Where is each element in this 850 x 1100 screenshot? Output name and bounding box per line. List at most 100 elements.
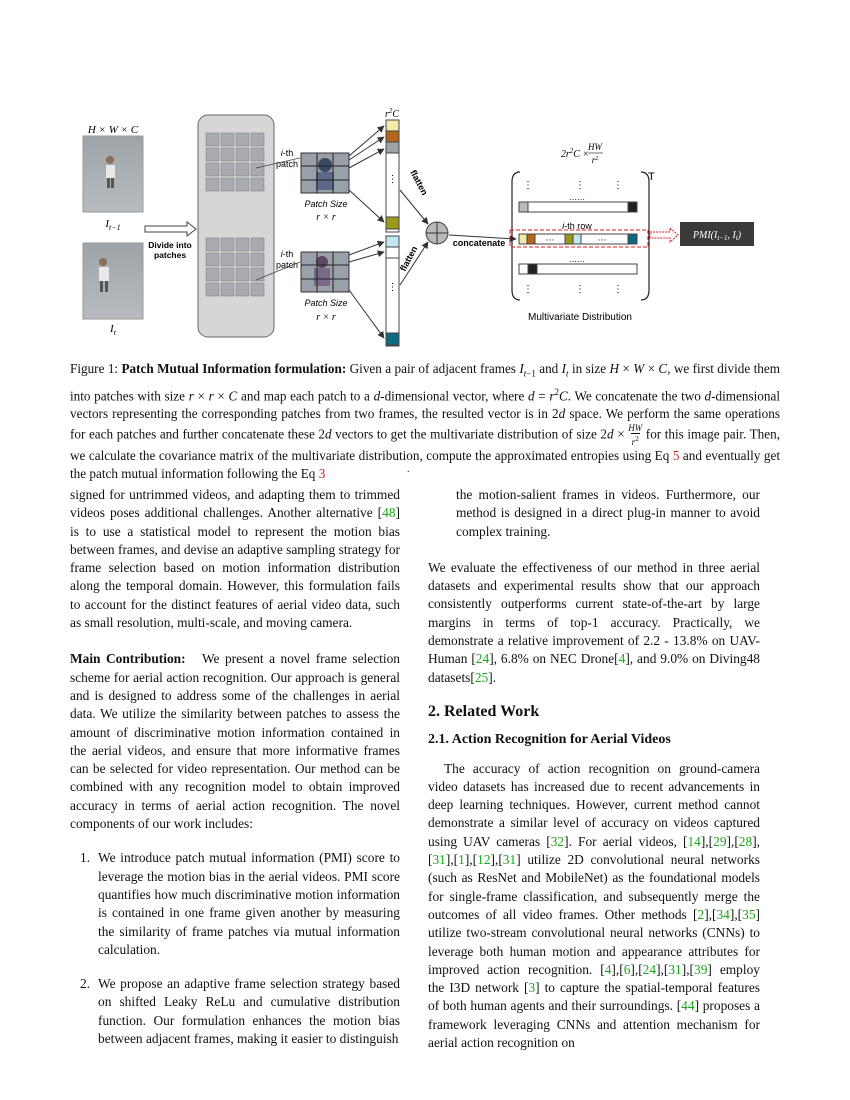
main-contribution-label: Main Contribution: [70, 651, 186, 667]
flatten-label-2: flatten [398, 244, 420, 273]
image-patch [235, 252, 250, 267]
eq-ref-3[interactable]: 3 [318, 465, 326, 481]
evaluation-paragraph: We evaluate the effectiveness of our met… [428, 559, 761, 685]
image-patch [220, 132, 235, 147]
ith-patch-label-1: i-th [281, 148, 294, 158]
left-column: signed for untrimmed videos, and adaptin… [70, 486, 400, 1048]
zoom-line [255, 157, 301, 169]
multivariate-label: Multivariate Distribution [528, 312, 632, 323]
pmi-arrow [649, 226, 679, 244]
image-patch [235, 132, 250, 147]
divide-arrow [144, 220, 197, 238]
image-patch [205, 147, 220, 162]
svg-text:⋮: ⋮ [523, 180, 533, 191]
image-patch [235, 147, 250, 162]
patch-size-label-1: Patch Size [304, 199, 347, 209]
main-contribution-text: We present a novel frame selection schem… [70, 651, 400, 832]
zoom-line [255, 261, 301, 281]
svg-text:……: …… [569, 193, 585, 202]
frame-prev-image [82, 135, 144, 213]
image-patch [250, 147, 265, 162]
image-patch [250, 252, 265, 267]
image-patch [220, 162, 235, 177]
svg-text:⋮: ⋮ [575, 284, 585, 295]
patch-grid-cur [205, 237, 265, 297]
matrix-bracket-right [640, 171, 650, 301]
divide-label-1: Divide into [148, 240, 191, 250]
right-column: the motion-salient frames in videos. Fur… [428, 486, 760, 1052]
image-patch [220, 282, 235, 297]
svg-text:……: …… [569, 255, 585, 264]
contribution-list: 1.We introduce patch mutual information … [70, 849, 400, 1048]
enlarged-patch-cur [300, 251, 350, 293]
image-patch [235, 237, 250, 252]
image-patch [220, 252, 235, 267]
list-item: 1.We introduce patch mutual information … [80, 850, 400, 957]
concatenate-label: concatenate [453, 238, 506, 248]
image-patch [235, 282, 250, 297]
concat-circle-icon [425, 221, 449, 245]
svg-text:⋮: ⋮ [523, 284, 533, 295]
pmi-label: PMI(It−1, It) [692, 230, 742, 242]
svg-text:⋮: ⋮ [388, 282, 398, 293]
enlarged-patch-prev [300, 152, 350, 194]
matrix-row: …… [518, 193, 638, 213]
eq-ref-5[interactable]: 5 [672, 447, 680, 463]
image-patch [205, 267, 220, 282]
matrix-size-label: 2r2C × [561, 147, 589, 160]
image-patch [250, 162, 265, 177]
image-patch [220, 237, 235, 252]
flattened-vector-prev: ⋮ [385, 119, 400, 233]
patch-size-value-1: r × r [316, 212, 336, 223]
ith-row-label: i-th row [562, 221, 592, 231]
subsection-heading: 2.1. Action Recognition for Aerial Video… [428, 732, 671, 748]
patch-grid-prev [205, 132, 265, 192]
intro-paragraph: signed for untrimmed videos, and adaptin… [70, 487, 400, 631]
figure-1-diagram: H × W × C It−1 It Divide into patches i-… [82, 107, 754, 347]
list-item: 2.We propose an adaptive frame selection… [80, 976, 400, 1047]
svg-text:⋮: ⋮ [613, 284, 623, 295]
image-patch [205, 237, 220, 252]
svg-text:⋮: ⋮ [388, 174, 398, 185]
highlighted-row: ··· ··· [509, 229, 649, 248]
flattened-vector-cur: ⋮ [385, 235, 400, 347]
image-patch [250, 237, 265, 252]
image-patch [205, 132, 220, 147]
input-size-label: H × W × C [87, 124, 139, 136]
image-patch [235, 177, 250, 192]
image-patch [220, 177, 235, 192]
svg-text:patch: patch [276, 159, 298, 169]
image-patch [250, 177, 265, 192]
figure-caption: Figure 1: Patch Mutual Information formu… [70, 361, 781, 481]
svg-text:⋮: ⋮ [613, 180, 623, 191]
matrix-bracket-left [511, 171, 521, 301]
caption-title: Patch Mutual Information formulation: [121, 361, 347, 376]
svg-text:···: ··· [598, 235, 607, 245]
image-patch [235, 162, 250, 177]
image-patch [220, 147, 235, 162]
image-patch [250, 282, 265, 297]
image-patch [205, 252, 220, 267]
matrix-row: …… [518, 255, 638, 275]
main-contribution-paragraph: Main Contribution: We present a novel fr… [70, 650, 400, 833]
svg-text:HW: HW [587, 142, 603, 152]
divide-label-2: patches [154, 250, 186, 260]
transpose-label: T [648, 171, 655, 183]
frame-prev-label: It−1 [104, 218, 120, 232]
caption-dot: . [407, 464, 410, 475]
image-patch [205, 177, 220, 192]
flatten-label-1: flatten [408, 168, 430, 197]
svg-text:r2: r2 [592, 155, 599, 165]
patch-size-value-2: r × r [316, 312, 336, 323]
ith-patch-label-2: i-th [281, 249, 294, 259]
svg-text:⋮: ⋮ [575, 180, 585, 191]
caption-prefix: Figure 1: [70, 361, 122, 376]
image-patch [235, 267, 250, 282]
section-heading: 2. Related Work [428, 702, 540, 720]
related-work-paragraph: The accuracy of action recognition on gr… [428, 760, 760, 1051]
frame-cur-image [82, 242, 144, 320]
image-patch [250, 132, 265, 147]
svg-text:···: ··· [546, 235, 555, 245]
svg-text:patch: patch [276, 260, 298, 270]
image-patch [220, 267, 235, 282]
